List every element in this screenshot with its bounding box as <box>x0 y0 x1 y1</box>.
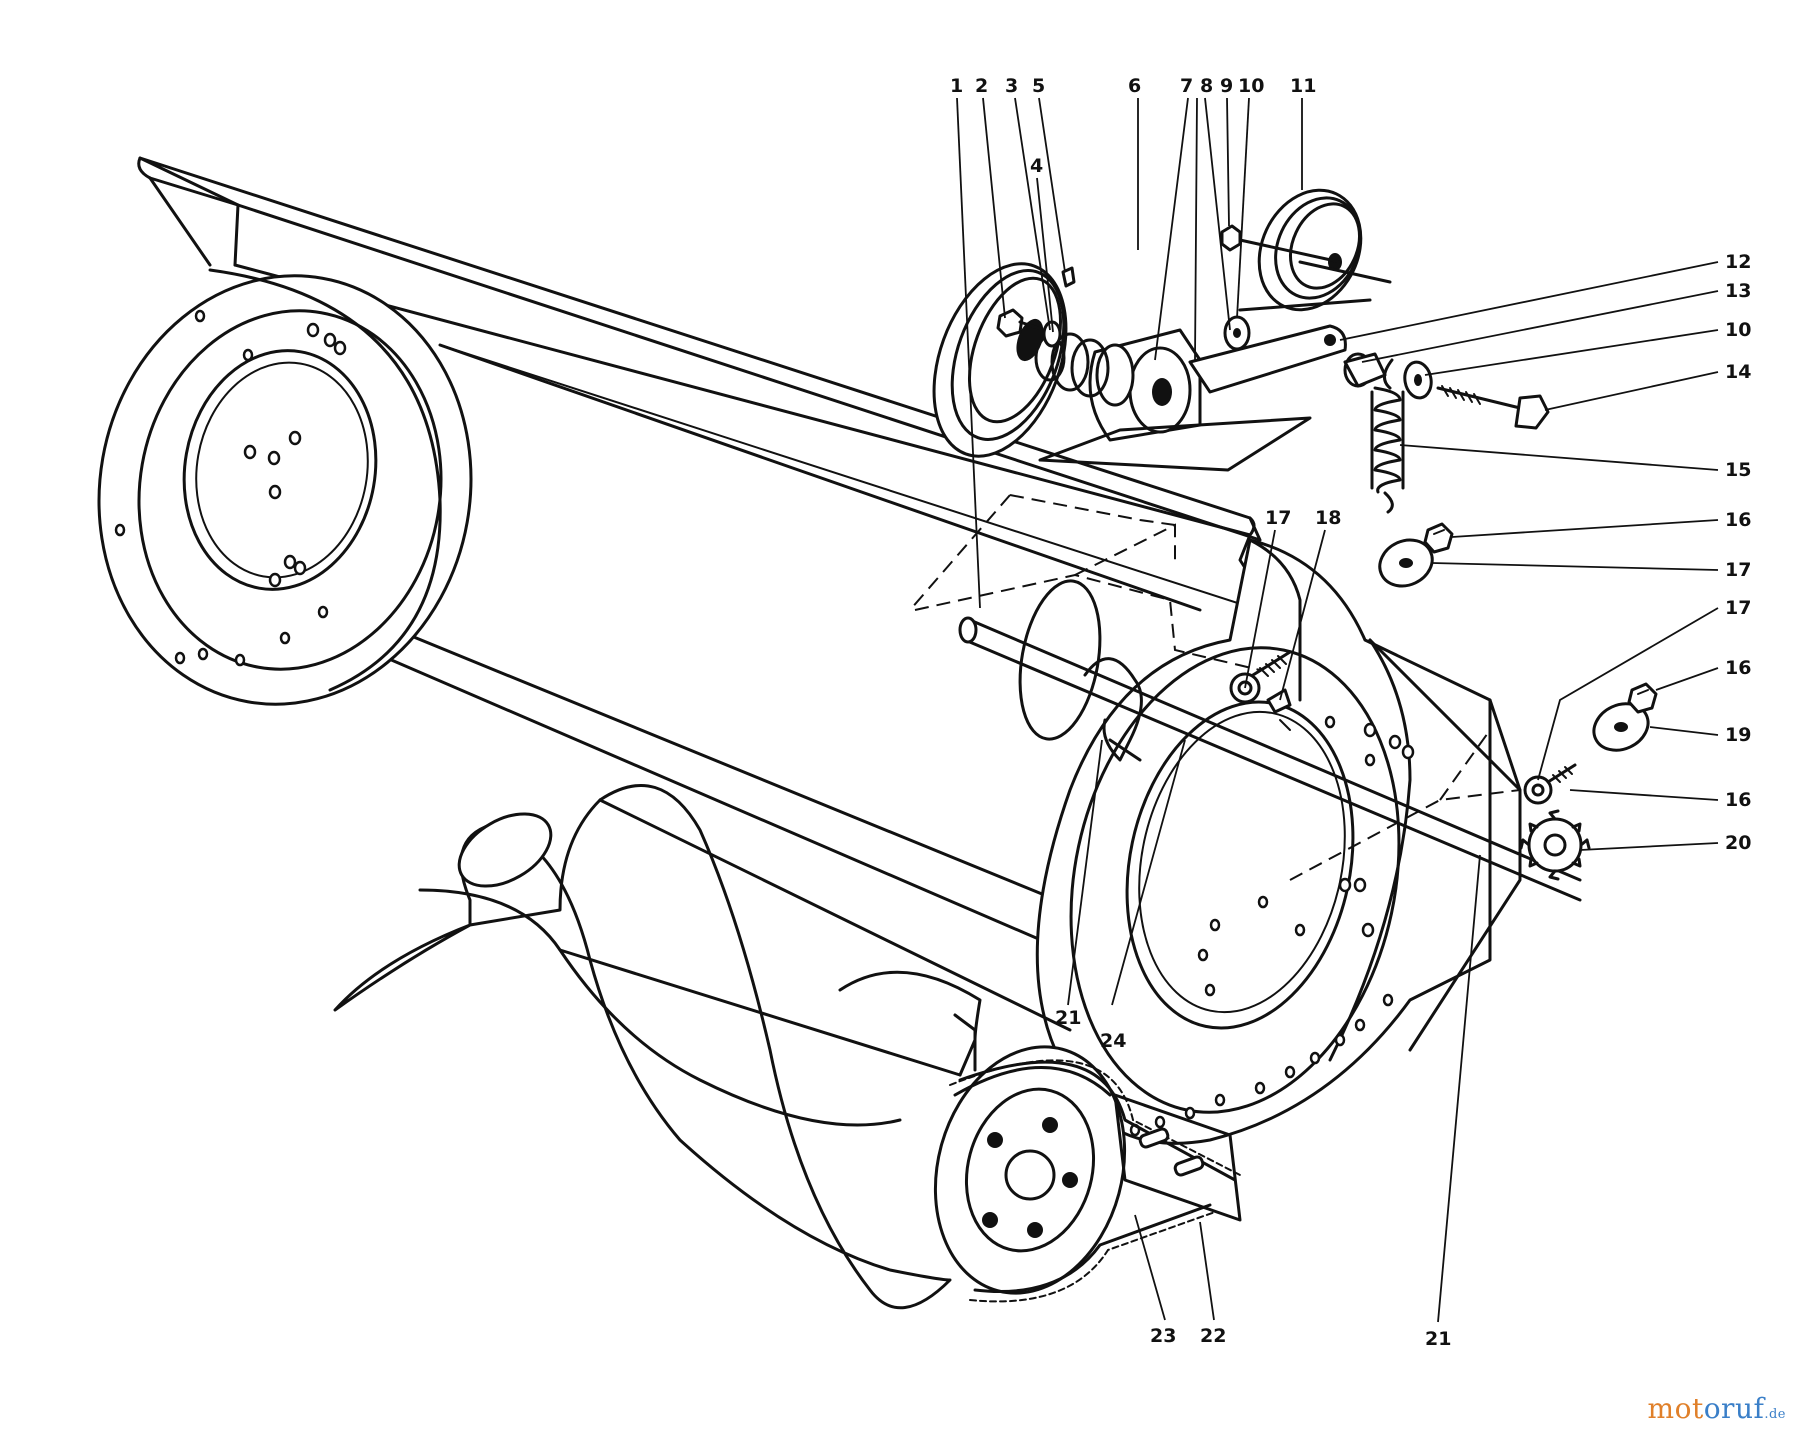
callout-21-a: 21 <box>1055 1007 1081 1029</box>
callout-10-right: 10 <box>1725 319 1751 341</box>
callout-16-a: 16 <box>1725 509 1751 531</box>
callout-4: 4 <box>1030 155 1043 177</box>
callout-6: 6 <box>1128 75 1141 97</box>
callout-19: 19 <box>1725 724 1751 746</box>
watermark-part1: mot <box>1647 1392 1704 1425</box>
leader-lines <box>956 97 1719 1323</box>
watermark-logo: motoruf.de <box>1648 1392 1786 1425</box>
callout-17-b: 17 <box>1725 597 1751 619</box>
callout-2: 2 <box>975 75 988 97</box>
nut-16-upper <box>1423 522 1454 554</box>
shaft-bearing-assembly <box>1018 579 1143 762</box>
chain-connector-link-22 <box>1113 1093 1242 1222</box>
callout-7: 7 <box>1180 75 1193 97</box>
callout-20: 20 <box>1725 832 1751 854</box>
callout-14: 14 <box>1725 361 1751 383</box>
washer-10-right <box>1403 360 1433 400</box>
idler-arm-12 <box>1188 324 1347 394</box>
drive-sprocket <box>1519 809 1591 881</box>
nut-16-lower <box>1627 682 1658 714</box>
part-callouts: 1 2 3 4 5 6 7 8 9 10 11 12 13 10 14 15 1… <box>950 75 1751 1350</box>
nut-9 <box>1220 224 1242 252</box>
callout-23: 23 <box>1150 1325 1176 1347</box>
bolt-14 <box>1436 385 1550 430</box>
auger-housing <box>137 156 1332 1002</box>
callout-16-c: 16 <box>1725 789 1751 811</box>
callout-10-top: 10 <box>1238 75 1264 97</box>
callout-22: 22 <box>1200 1325 1226 1347</box>
pulley-hub-7 <box>1034 328 1202 442</box>
hub-base-plate <box>1038 416 1312 472</box>
right-plate-bolt-holes <box>1129 715 1415 1137</box>
extension-spring-15 <box>1370 358 1405 514</box>
left-side-plate <box>97 268 473 706</box>
callout-8: 8 <box>1200 75 1213 97</box>
callout-3: 3 <box>1005 75 1018 97</box>
idler-bolt-assembly <box>1229 650 1292 731</box>
watermark-part2: oruf <box>1703 1392 1765 1425</box>
watermark-suffix: .de <box>1764 1407 1786 1422</box>
washer-17 <box>1378 538 1434 588</box>
washer-19 <box>1592 702 1650 752</box>
auger-shaft <box>958 616 1582 902</box>
idler-pulley-11 <box>1238 188 1392 312</box>
callout-21-b: 21 <box>1425 1328 1451 1350</box>
callout-11: 11 <box>1290 75 1316 97</box>
callout-1: 1 <box>950 75 963 97</box>
callout-15: 15 <box>1725 459 1751 481</box>
right-side-plate <box>1035 538 1522 1145</box>
mounting-bracket-outline <box>909 494 1521 881</box>
sprocket-bolt <box>1523 763 1577 805</box>
callout-17-a: 17 <box>1725 559 1751 581</box>
roller-chain-23 <box>949 1059 1241 1303</box>
left-plate-bolt-holes <box>114 309 347 667</box>
callout-9: 9 <box>1220 75 1233 97</box>
callout-24: 24 <box>1100 1030 1126 1052</box>
key-5 <box>1061 266 1076 288</box>
callout-12: 12 <box>1725 251 1751 273</box>
callout-5: 5 <box>1032 75 1045 97</box>
callout-16-b: 16 <box>1725 657 1751 679</box>
washer-10-left <box>1223 315 1251 351</box>
callout-17-c: 17 <box>1265 507 1291 529</box>
callout-18: 18 <box>1315 507 1341 529</box>
callout-13: 13 <box>1725 280 1751 302</box>
auger-spiral-flighting <box>333 784 1072 1310</box>
